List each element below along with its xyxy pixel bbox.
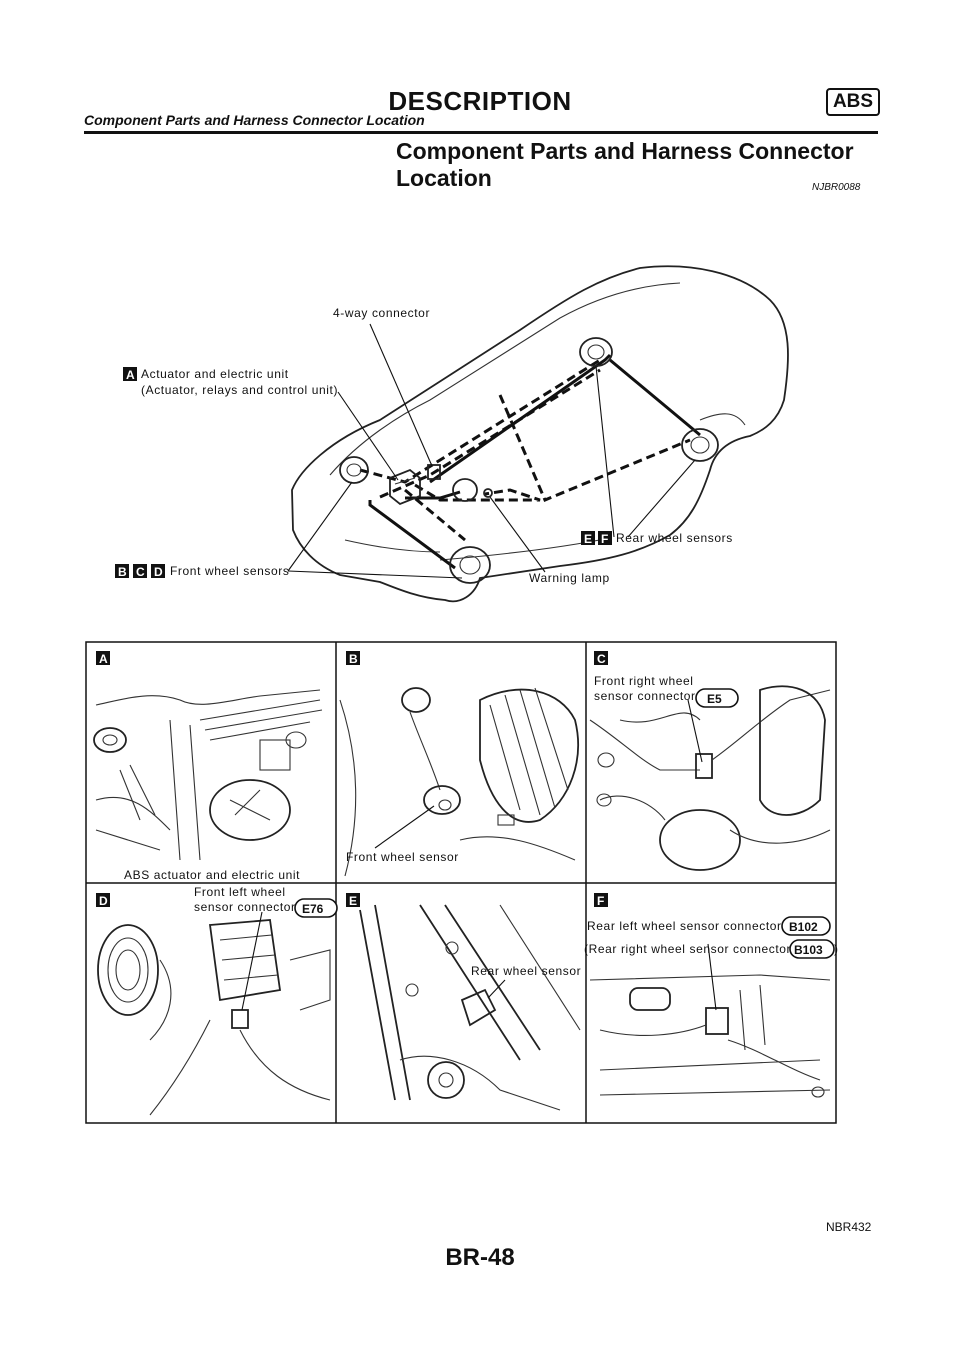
four-way-connector-label: 4-way connector [333,306,430,320]
badge-e [581,531,595,545]
connector-b103: B103 [794,943,823,957]
badge-a [123,367,137,381]
connector-e76: E76 [302,902,324,916]
connector-b102-pill [781,916,831,936]
panel-d-letter: D [99,894,108,908]
front-right-sensor [339,456,369,484]
panel-c-letter: C [597,652,606,666]
actuator-label-line2: (Actuator, relays and control unit) [141,383,338,397]
panel-c-caption-line2: sensor connector [594,689,696,703]
panel-c: C Front right wheel sensor connector E5 [589,651,831,871]
panel-d: D Front left wheel sensor connector E76 [96,885,338,1116]
page-header-title: DESCRIPTION [388,86,572,116]
panel-d-caption-line2: sensor connector [194,900,296,914]
connector-e5: E5 [707,692,722,706]
panel-b-letter: B [349,652,358,666]
rear-right-sensor [681,428,719,462]
front-sensors-label: Front wheel sensors [170,564,289,578]
grid-frame [85,641,837,1124]
harness-lines [359,353,701,570]
page-header-subtitle: Component Parts and Harness Connector Lo… [84,112,425,128]
panel-d-caption-line1: Front left wheel [194,885,286,899]
badge-f [598,531,612,545]
panel-e-letter: E [349,894,357,908]
section-title: Component Parts and Harness Connector Lo… [396,138,854,191]
panel-d-photo-sketch [97,919,331,1116]
panel-a: A ABS actuator and electric unit [93,651,323,882]
header-rule [84,131,878,134]
four-way-connector [427,464,441,480]
car-harness-diagram: 4-way connector A Actuator and electric … [115,265,789,603]
panel-b-photo-sketch [339,687,579,877]
badge-c [133,564,147,578]
actuator-unit [389,468,421,506]
connector-b103-pill [789,939,835,959]
page-number: BR-48 [445,1244,515,1271]
badge-a-letter: A [126,368,135,382]
badge-f-letter: F [601,532,608,546]
panel-f-caption-close: ) [834,942,839,956]
front-left-sensor [449,546,491,584]
abs-badge: ABS [826,88,880,116]
badge-d-letter: D [154,565,163,579]
panel-a-letter: A [99,652,108,666]
panel-e: E Rear wheel sensor [346,893,581,1111]
panel-c-caption-line1: Front right wheel [594,674,694,688]
warning-lamp-label: Warning lamp [529,571,610,585]
panel-c-photo-sketch [589,685,831,871]
connector-b102: B102 [789,920,818,934]
panel-f-letter: F [597,894,604,908]
connector-e5-pill [695,688,739,708]
actuator-label-line1: Actuator and electric unit [141,367,289,381]
badge-b [115,564,129,578]
panel-e-photo-sketch [359,904,581,1111]
connector-e76-pill [294,898,338,918]
rear-sensors-label: Rear wheel sensors [616,531,733,545]
badge-b-letter: B [118,565,127,579]
panel-b: B Front wheel sensor [339,651,579,877]
panel-a-caption: ABS actuator and electric unit [124,868,300,882]
panel-f-caption-line2: (Rear right wheel sensor connector [584,942,791,956]
panel-f: F Rear left wheel sensor connector B102 … [584,893,839,1098]
badge-d [151,564,165,578]
figure-code: NBR432 [826,1220,872,1234]
badge-c-letter: C [136,565,145,579]
panel-b-caption: Front wheel sensor [346,850,459,864]
warning-lamp [452,478,493,502]
panel-f-photo-sketch [589,974,831,1098]
badge-e-letter: E [584,532,592,546]
section-code: NJBR0088 [812,182,861,193]
panel-f-caption-line1: Rear left wheel sensor connector [587,919,782,933]
panel-a-photo-sketch [93,689,323,861]
panel-e-caption: Rear wheel sensor [471,964,581,978]
